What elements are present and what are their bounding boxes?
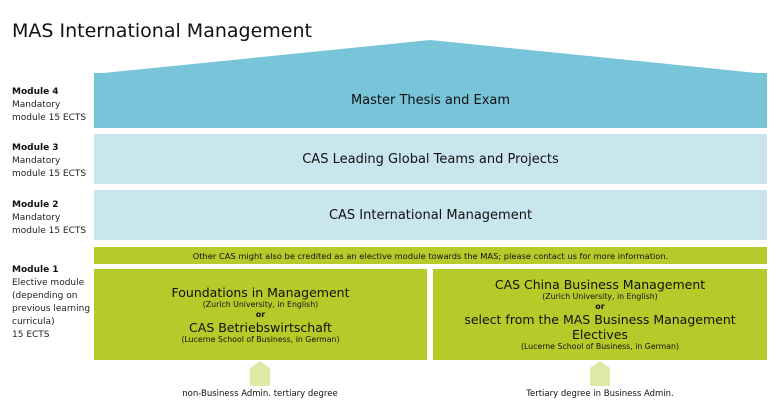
or-label: or [255,309,266,319]
entry-requirement-right: Tertiary degree in Business Admin. [526,389,674,399]
entry-requirement-left: non-Business Admin. tertiary degree [182,389,338,399]
option-title: select from the MAS Business Management … [464,312,736,342]
elective-option-left: Foundations in Management (Zurich Univer… [94,269,427,360]
option-subtitle: (Lucerne School of Business, in German) [181,334,340,344]
module-3-box: CAS Leading Global Teams and Projects [94,134,767,184]
option-subtitle: (Zurich University, in English) [202,299,319,309]
elective-option-right: CAS China Business Management (Zurich Un… [433,269,767,360]
or-label: or [595,302,605,311]
option-title: CAS China Business Management [494,277,706,292]
module-2-box: CAS International Management [94,190,767,240]
up-arrow-icon [590,361,610,386]
elective-banner: Other CAS might also be credited as an e… [94,247,767,264]
page-title: MAS International Management [12,20,312,42]
module-4-box: Master Thesis and Exam [94,73,767,128]
option-subtitle: (Lucerne School of Business, in German) [520,342,680,351]
option-title: CAS Betriebswirtschaft [189,319,332,335]
option-subtitle: (Zurich University, in English) [542,292,658,301]
option-title: Foundations in Management [171,284,350,300]
roof-shape [94,40,767,74]
up-arrow-icon [250,361,270,386]
